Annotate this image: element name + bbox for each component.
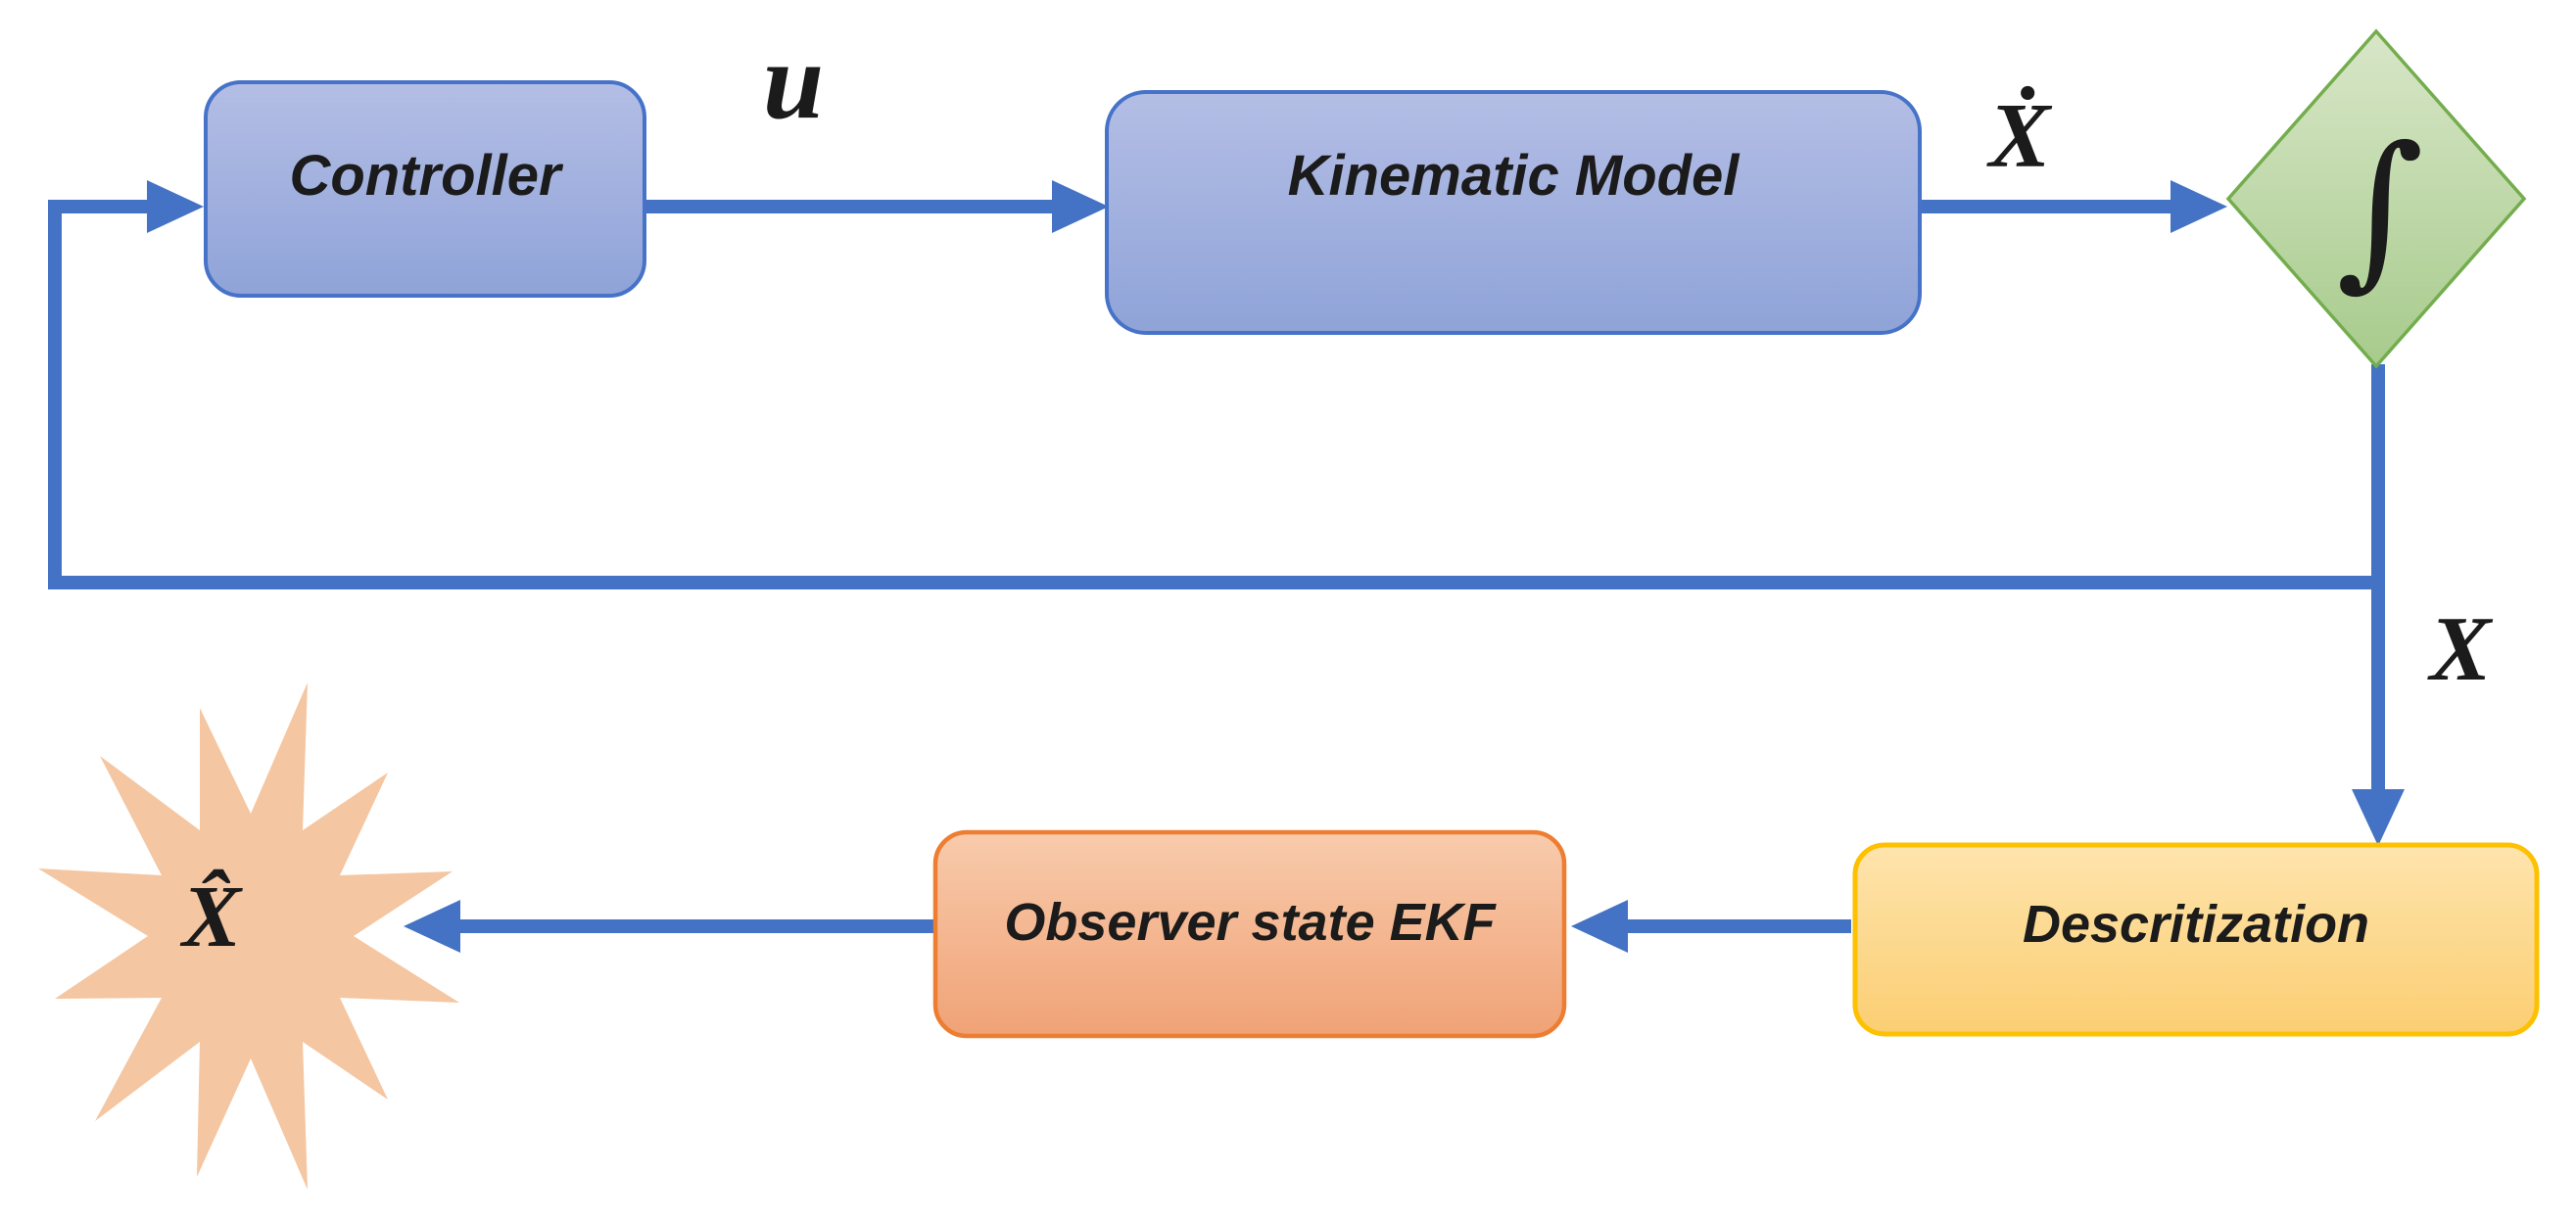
kinematic-model-label: Kinematic Model	[1288, 144, 1741, 208]
connector-kinematic-to-integrator	[1920, 180, 2227, 233]
node-descritization: Descritization	[1852, 842, 2540, 1037]
integral-icon: ∫	[2336, 110, 2424, 306]
signal-xdot-label: Ẋ	[1986, 85, 2053, 187]
descritization-label: Descritization	[2023, 895, 2369, 954]
controller-label: Controller	[289, 144, 564, 208]
node-controller: Controller	[204, 80, 646, 298]
node-kinematic-model: Kinematic Model	[1105, 90, 1922, 335]
signal-u-label: u	[763, 21, 824, 142]
signal-x-label: X	[2427, 598, 2494, 700]
node-integrator-diamond: ∫	[2225, 28, 2527, 369]
connector-controller-to-kinematic	[644, 180, 1109, 233]
connector-descritization-to-observer	[1571, 900, 1851, 953]
connector-integrator-to-descritization	[2352, 364, 2405, 846]
node-observer-ekf: Observer state EKF	[932, 829, 1567, 1039]
connector-observer-to-estimate	[404, 900, 933, 953]
starburst-shape	[38, 682, 459, 1190]
observer-ekf-label: Observer state EKF	[1004, 893, 1497, 952]
node-estimate-burst: X̂	[38, 682, 459, 1190]
connector-feedback-loop	[48, 180, 2378, 589]
estimate-label: X̂	[179, 868, 243, 965]
